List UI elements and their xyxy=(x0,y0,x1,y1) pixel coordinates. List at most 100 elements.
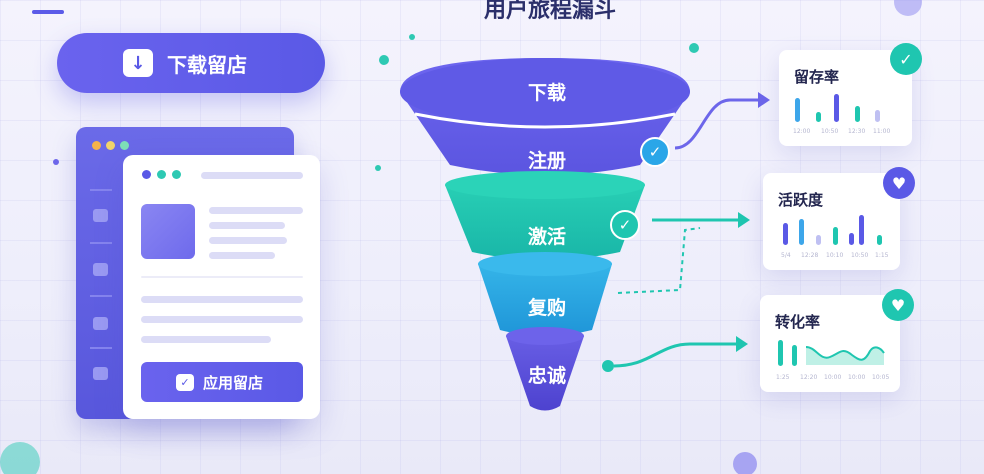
decor-dot xyxy=(379,55,389,65)
card-title-retention: 留存率 xyxy=(794,68,840,86)
app-window-front: ✓ 应用留店 xyxy=(123,155,320,419)
tick-label: 1:25 xyxy=(776,374,790,381)
check-icon: ✓ xyxy=(890,43,922,75)
arrowhead-icon xyxy=(758,92,770,108)
window-dot-icon xyxy=(142,170,151,179)
mini-bar xyxy=(778,340,783,366)
decor-dot xyxy=(894,0,922,16)
window-controls xyxy=(142,170,181,179)
check-icon: ✓ xyxy=(176,373,194,391)
window-dot-icon xyxy=(157,170,166,179)
tick-label: 10:10 xyxy=(826,252,844,259)
check-icon: ✓ xyxy=(640,137,670,167)
window-dot-icon xyxy=(92,141,101,150)
card-title-activity: 活跃度 xyxy=(778,191,824,209)
mini-bar xyxy=(816,235,821,245)
arrowhead-icon xyxy=(738,212,750,228)
tick-label: 11:00 xyxy=(873,128,891,135)
apply-store-label: 应用留店 xyxy=(203,373,264,392)
placeholder-bar xyxy=(209,252,275,259)
placeholder-bar xyxy=(201,172,303,179)
download-icon: ↓ xyxy=(123,49,153,77)
image-placeholder xyxy=(141,204,195,259)
funnel-label-loyalty: 忠诚 xyxy=(527,365,566,387)
mini-bar xyxy=(816,112,821,122)
mini-bar xyxy=(799,219,804,245)
tick-label: 1:15 xyxy=(875,252,889,259)
window-dot-icon xyxy=(172,170,181,179)
decor-dot xyxy=(53,159,59,165)
funnel-rim xyxy=(400,58,690,126)
mini-bar xyxy=(855,106,860,122)
mini-bar xyxy=(834,94,839,122)
mini-bar xyxy=(833,227,838,245)
window-dot-icon xyxy=(120,141,129,150)
sidebar-divider xyxy=(90,295,112,297)
tick-label: 12:00 xyxy=(793,128,811,135)
conversion-wave xyxy=(806,346,885,365)
tick-label: 10:00 xyxy=(848,374,866,381)
tick-label: 12:28 xyxy=(801,252,819,259)
decor-dot xyxy=(689,43,699,53)
funnel-rim xyxy=(506,327,584,345)
heart-icon: ♥ xyxy=(883,167,915,199)
sidebar-divider xyxy=(90,242,112,244)
mini-bar xyxy=(783,223,788,245)
mini-bar xyxy=(875,110,880,122)
document-icon[interactable] xyxy=(93,263,108,276)
placeholder-bar xyxy=(141,316,303,323)
mini-bar xyxy=(877,235,882,245)
card-title-conversion: 转化率 xyxy=(775,313,821,331)
tick-label: 10:50 xyxy=(821,128,839,135)
funnel-label-repurchase: 复购 xyxy=(527,297,566,319)
metric-card-retention[interactable]: 留存率 ✓ 12:00 10:50 12:30 11:00 xyxy=(779,43,922,146)
connector-dashed xyxy=(617,227,701,294)
heart-icon: ♥ xyxy=(882,289,914,321)
funnel-separator xyxy=(414,112,676,129)
tick-label: 10:50 xyxy=(851,252,869,259)
window-dot-icon xyxy=(106,141,115,150)
tick-label: 12:30 xyxy=(848,128,866,135)
placeholder-bar xyxy=(209,237,287,244)
mini-bar xyxy=(859,215,864,245)
mini-bar xyxy=(792,345,797,366)
car-icon[interactable] xyxy=(93,209,108,222)
square-icon[interactable] xyxy=(93,367,108,380)
tick-label: 10:00 xyxy=(824,374,842,381)
decor-dot xyxy=(375,165,381,171)
placeholder-bar xyxy=(141,296,303,303)
funnel-stage-loyalty xyxy=(506,331,584,411)
placeholder-bar xyxy=(209,222,285,229)
funnel-rim xyxy=(478,252,612,276)
square-icon[interactable] xyxy=(93,317,108,330)
accent-line xyxy=(32,10,64,14)
mini-bar xyxy=(795,98,800,122)
check-icon: ✓ xyxy=(610,210,640,240)
funnel-label-register: 注册 xyxy=(527,150,566,172)
funnel-stage-repurchase xyxy=(478,256,612,336)
funnel-label-activate: 激活 xyxy=(527,226,566,248)
metric-card-activity[interactable]: 活跃度 ♥ 5/4 12:28 10:10 10:50 1:15 xyxy=(763,167,915,270)
divider xyxy=(141,276,303,278)
sidebar-divider xyxy=(90,189,112,191)
metric-card-conversion[interactable]: 转化率 ♥ 1:25 12:20 10:00 10:00 10:05 xyxy=(760,289,914,392)
download-store-label: 下载留店 xyxy=(167,52,247,77)
tick-label: 10:05 xyxy=(872,374,890,381)
placeholder-bar xyxy=(209,207,303,214)
connector-arrow-retention xyxy=(674,98,760,150)
funnel-label-download: 下载 xyxy=(527,82,566,104)
placeholder-bar xyxy=(141,336,271,343)
mini-bar xyxy=(849,233,854,245)
decor-dot xyxy=(409,34,415,40)
download-store-button[interactable]: ↓ 下载留店 xyxy=(57,33,325,93)
apply-store-button[interactable]: ✓ 应用留店 xyxy=(141,362,303,402)
decor-dot xyxy=(0,442,40,474)
tick-label: 5/4 xyxy=(781,252,791,259)
connector-dot xyxy=(602,360,614,372)
page-title: 用户旅程漏斗 xyxy=(483,0,616,23)
funnel-rim xyxy=(445,171,645,199)
decor-dot xyxy=(733,452,757,474)
connector-arrow-conversion xyxy=(613,342,738,368)
arrowhead-icon xyxy=(736,336,748,352)
